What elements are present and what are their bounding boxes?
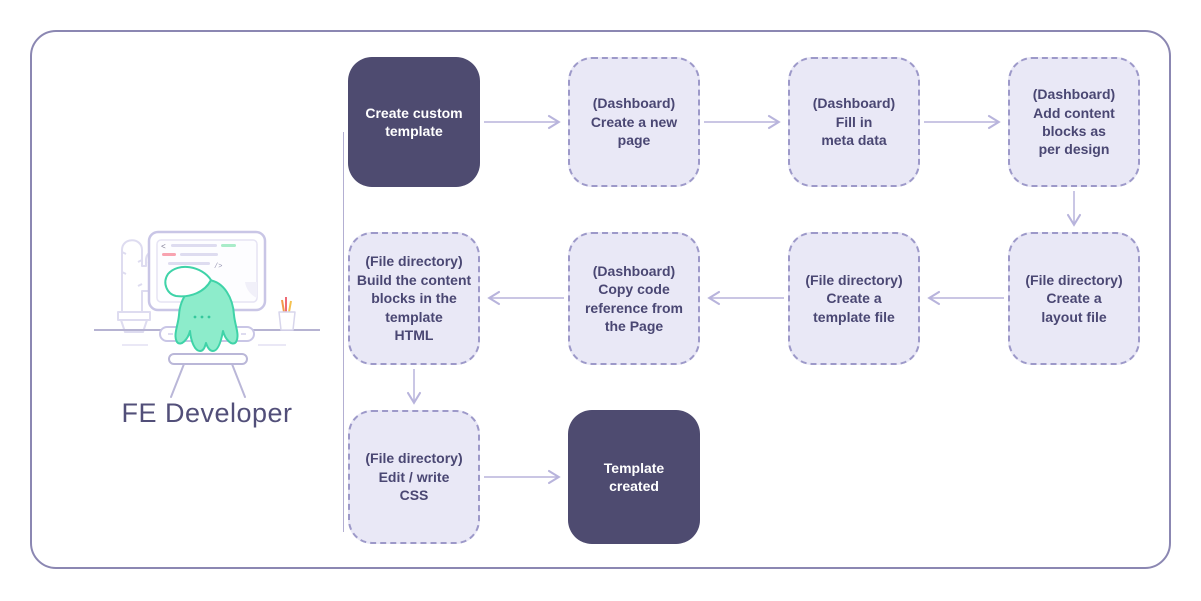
flow-node-add-content-blocks: (Dashboard) Add content blocks as per de… [1008, 57, 1140, 187]
flow-node-template-created: Template created [568, 410, 700, 544]
flow-node-edit-write-css: (File directory) Edit / write CSS [348, 410, 480, 544]
diagram-caption: FE Developer [121, 398, 293, 428]
page-curl [245, 282, 257, 298]
code-lines-icon: < /> [161, 243, 236, 271]
flow-node-create-new-page: (Dashboard) Create a new page [568, 57, 700, 187]
flow-node-create-template-file: (File directory) Create a template file [788, 232, 920, 365]
leaf-icon [164, 265, 212, 298]
node-label: Create custom template [365, 104, 463, 139]
pencil-cup-icon [278, 297, 296, 331]
node-label: (Dashboard) Copy code reference from the… [584, 262, 684, 334]
svg-text:<: < [161, 243, 166, 252]
node-label: (File directory) Create a template file [805, 271, 903, 325]
node-label: (Dashboard) Create a new page [590, 95, 678, 149]
node-label: (File directory) Edit / write CSS [365, 450, 463, 504]
node-label: (File directory) Build the content block… [356, 253, 472, 344]
flow-node-build-content-blocks: (File directory) Build the content block… [348, 232, 480, 365]
fe-developer-illustration: < /> [94, 230, 320, 398]
divider-line [343, 132, 344, 532]
mascot-icon [164, 265, 239, 352]
node-label: (File directory) Create a layout file [1025, 271, 1123, 325]
flow-node-create-layout-file: (File directory) Create a layout file [1008, 232, 1140, 365]
flow-node-fill-in-meta-data: (Dashboard) Fill in meta data [788, 57, 920, 187]
flow-node-copy-code-reference: (Dashboard) Copy code reference from the… [568, 232, 700, 365]
node-label: (Dashboard) Fill in meta data [812, 95, 896, 149]
node-label: Template created [603, 459, 665, 494]
mascot-face-dots [193, 315, 211, 319]
svg-text:/>: /> [214, 263, 222, 271]
node-label: (Dashboard) Add content blocks as per de… [1032, 86, 1116, 158]
stool-icon [168, 353, 248, 398]
flow-node-create-custom-template: Create custom template [348, 57, 480, 187]
